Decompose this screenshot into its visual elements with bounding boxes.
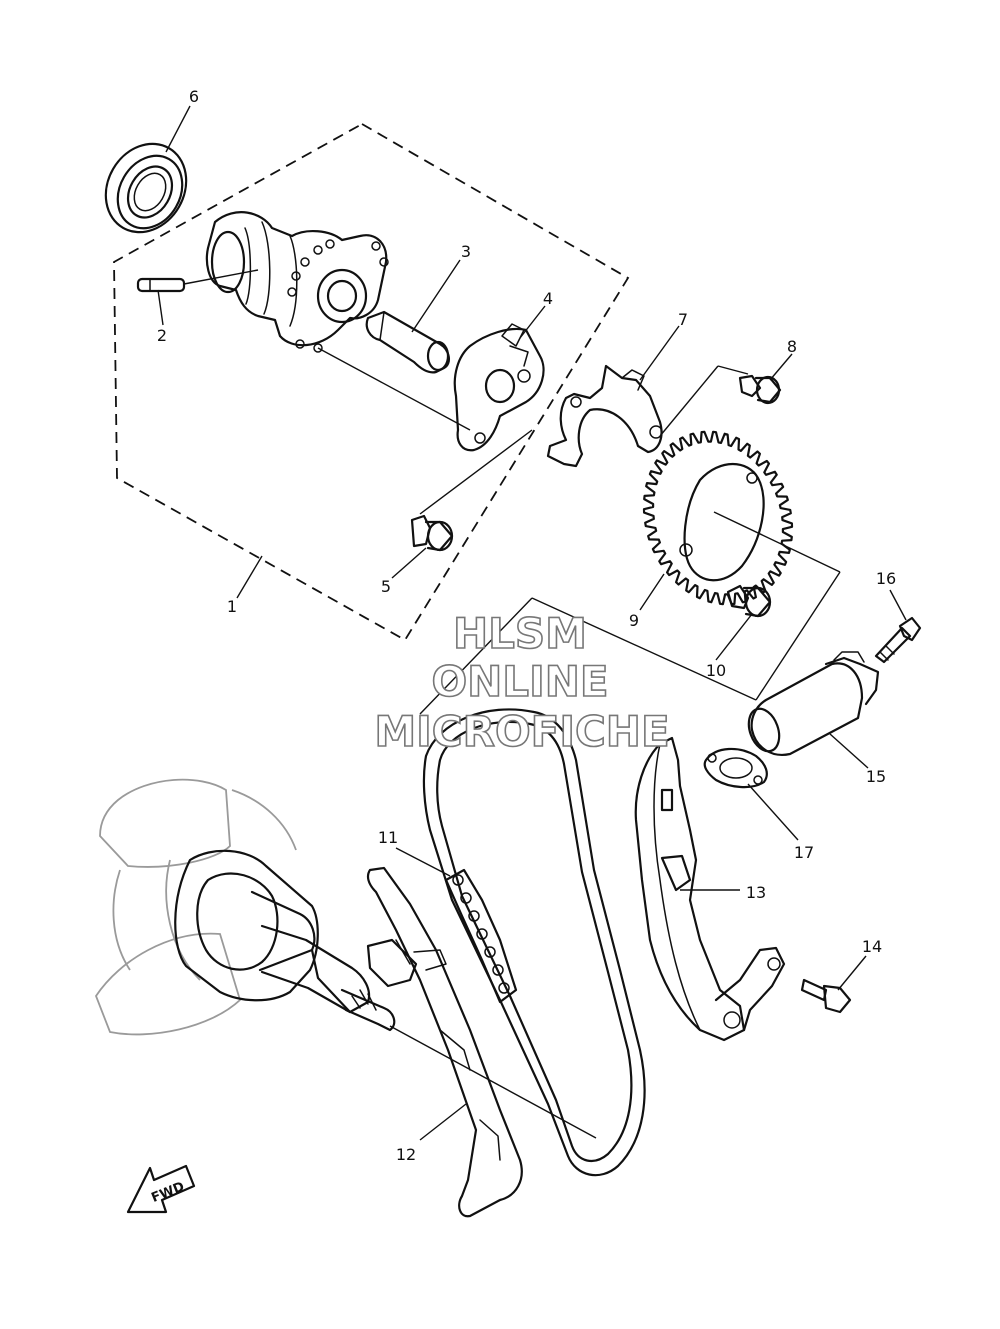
bolt-14 [800, 978, 852, 1014]
callout-8: 8 [787, 337, 797, 356]
chain-guide-12 [366, 866, 523, 1218]
callout-leaders [157, 105, 907, 1141]
callout-6: 6 [189, 87, 199, 106]
callout-3: 3 [461, 242, 471, 261]
bolt-16 [874, 616, 922, 664]
callout-4: 4 [543, 289, 553, 308]
camshaft [205, 211, 471, 431]
watermark: HLSM ONLINE MICROFICHE [374, 608, 671, 757]
assembly-outline-dashed [113, 122, 630, 642]
callout-14: 14 [862, 937, 882, 956]
callout-16: 16 [876, 569, 896, 588]
crankshaft-faint [94, 778, 297, 1036]
cam-sprocket-9 [419, 430, 841, 715]
plate-4 [453, 323, 545, 452]
cam-chain-11 [422, 708, 646, 1177]
bolt-8 [738, 374, 782, 405]
callout-5: 5 [381, 577, 391, 596]
callout-17: 17 [794, 843, 814, 862]
callout-10: 10 [706, 661, 726, 680]
callout-2: 2 [157, 326, 167, 345]
pin-2 [136, 269, 259, 293]
watermark-line3: MICROFICHE [374, 707, 669, 756]
callout-12: 12 [396, 1145, 416, 1164]
tensioner-guide-13 [634, 736, 786, 1042]
bearing-6 [104, 142, 188, 234]
tensioner-15 [747, 651, 880, 756]
gasket-17 [703, 747, 768, 789]
callout-15: 15 [866, 767, 886, 786]
watermark-line2: ONLINE [431, 657, 608, 706]
watermark-line1: HLSM [453, 609, 587, 658]
plate-7 [546, 364, 749, 468]
bolt-5 [410, 429, 533, 552]
bolt-10 [726, 584, 772, 618]
callout-9: 9 [629, 611, 639, 630]
callout-1: 1 [227, 597, 237, 616]
forward-direction-arrow: FWD [126, 1164, 196, 1214]
callout-7: 7 [678, 310, 688, 329]
callout-11: 11 [378, 828, 398, 847]
callout-13: 13 [746, 883, 766, 902]
shaft-3 [365, 310, 450, 374]
callout-numbers: 1 2 3 4 5 6 7 8 9 10 11 12 13 14 15 16 1… [157, 87, 896, 1164]
